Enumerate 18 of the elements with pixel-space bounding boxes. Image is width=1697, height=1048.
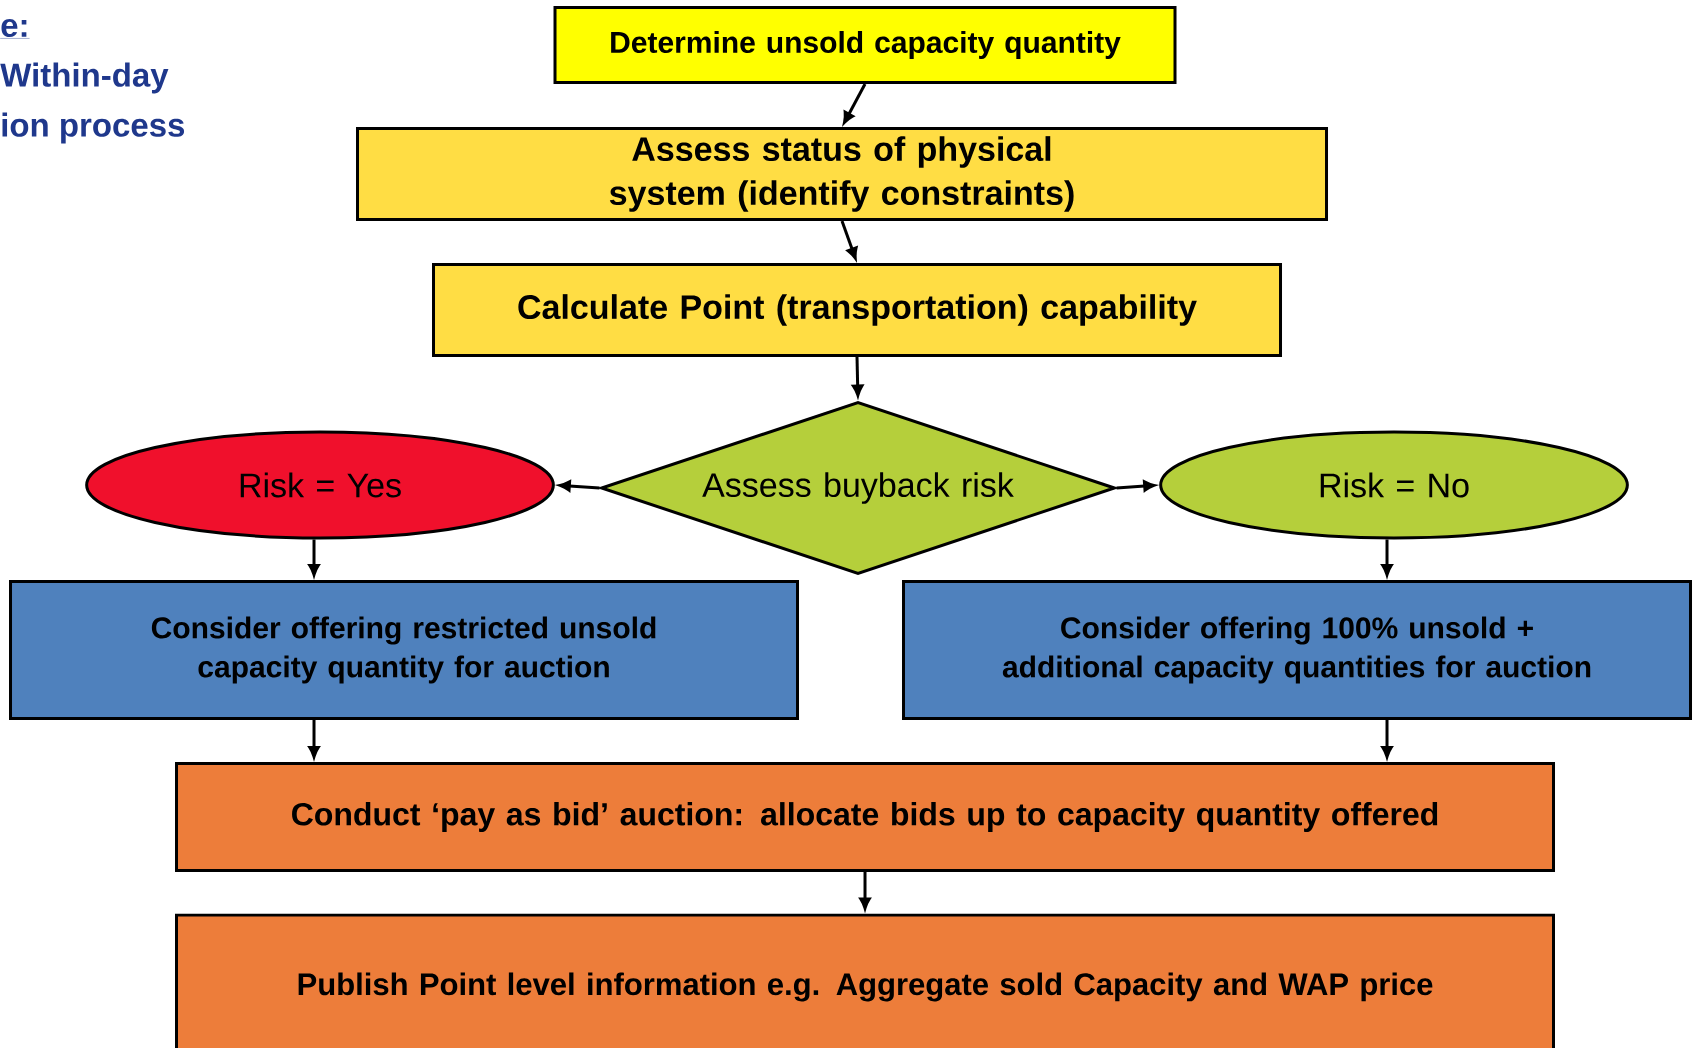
arrow [1381,539,1393,577]
arrow [1381,720,1393,759]
process-box: Assess status of physical system (identify constraints) [356,127,1328,221]
process-box: Consider offering 100% unsold + additional capacity quantities for auction [902,580,1692,720]
heading-text: Within-day [0,62,169,94]
heading-text: ion process [2,112,185,144]
arrow [840,220,858,260]
process-box: Determine unsold capacity quantity [553,6,1177,84]
process-box: Publish Point level information e.g. Aggregate sold Capacity and WAP price [175,913,1555,1048]
arrow [558,480,600,492]
process-box: Calculate Point (transportation) capability [432,263,1282,357]
arrow [843,83,867,124]
arrow [1116,480,1156,492]
process-box: Consider offering restricted unsold capacity quantity for auction [9,580,799,720]
arrow [308,720,320,759]
arrow [308,539,320,577]
heading-text: e: [0,18,30,39]
process-box: Conduct ‘pay as bid’ auction: allocate bids up to capacity quantity offered [175,762,1555,872]
